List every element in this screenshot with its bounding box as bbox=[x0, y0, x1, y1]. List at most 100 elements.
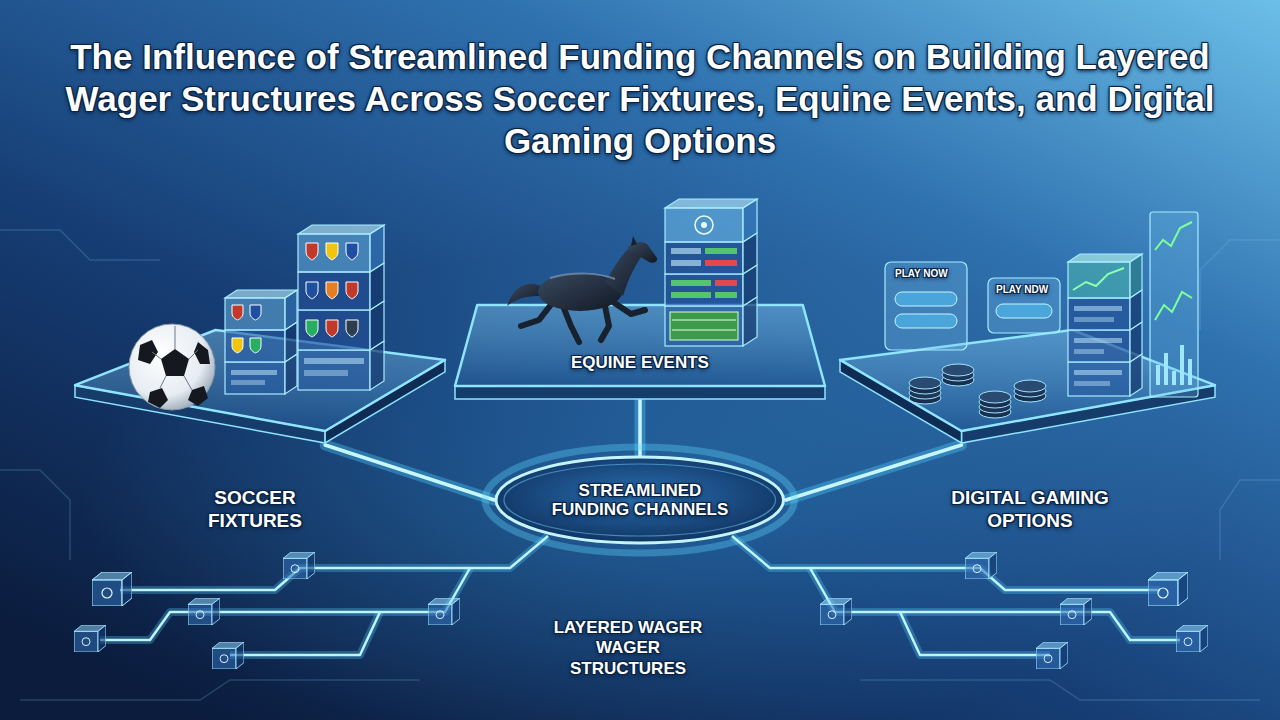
hub-glow-ring bbox=[485, 447, 795, 553]
cube-front bbox=[665, 274, 743, 306]
circuit-cube bbox=[1060, 598, 1092, 625]
faint-trace bbox=[20, 680, 420, 700]
chart-frame bbox=[1150, 212, 1198, 397]
cube-front bbox=[298, 350, 370, 390]
circuit-cube bbox=[1148, 572, 1188, 606]
faint-trace bbox=[860, 680, 1260, 700]
cube-front bbox=[225, 330, 285, 362]
cube-row bbox=[231, 370, 277, 375]
play-card bbox=[988, 278, 1060, 333]
horse-ear bbox=[631, 236, 637, 246]
odds-row bbox=[671, 280, 711, 286]
cube-front bbox=[225, 298, 285, 330]
hub-inner-ring bbox=[504, 464, 776, 536]
horse-tail bbox=[507, 284, 541, 306]
race-track bbox=[670, 312, 738, 340]
team-shields bbox=[232, 305, 261, 353]
background-glow bbox=[80, 250, 1200, 720]
cube-top bbox=[665, 199, 757, 208]
team-shield bbox=[232, 338, 243, 353]
odds-row bbox=[715, 280, 737, 286]
play-pill bbox=[895, 292, 957, 306]
faint-trace bbox=[0, 470, 70, 560]
team-shield bbox=[346, 320, 358, 337]
chip bbox=[942, 364, 974, 376]
chip bbox=[1014, 380, 1046, 392]
team-shield bbox=[326, 320, 338, 337]
cube-front bbox=[298, 234, 370, 272]
cube-front bbox=[1068, 262, 1130, 298]
odds-row bbox=[671, 248, 701, 254]
connector-glow bbox=[325, 445, 494, 500]
circuit-cube bbox=[1176, 625, 1208, 652]
team-shield bbox=[346, 282, 358, 299]
platform-label: EQUINE EVENTS bbox=[455, 353, 825, 373]
ball-patch bbox=[138, 340, 158, 364]
circuit-cube bbox=[283, 552, 315, 579]
team-shield bbox=[346, 243, 358, 260]
ball-seam bbox=[152, 326, 198, 390]
cube-front bbox=[1068, 330, 1130, 362]
game-cube-stack bbox=[1068, 254, 1142, 396]
race-card-stack bbox=[665, 199, 757, 346]
cube-row bbox=[1074, 306, 1122, 311]
circuit-trace bbox=[732, 536, 1160, 590]
circuit-trace bbox=[810, 568, 1180, 640]
connector-line bbox=[786, 445, 962, 500]
cube-icon bbox=[701, 222, 707, 228]
cube-row bbox=[1074, 349, 1104, 354]
cube-row bbox=[1074, 338, 1122, 343]
soccer-ball bbox=[129, 324, 215, 410]
play-card bbox=[885, 262, 967, 350]
trend-line bbox=[1073, 268, 1124, 290]
circuit-trace bbox=[120, 536, 548, 590]
cube-front bbox=[298, 272, 370, 310]
team-shield bbox=[326, 243, 338, 260]
equine-platform-outline bbox=[455, 305, 825, 400]
card-panel bbox=[885, 262, 967, 350]
cube-front bbox=[225, 362, 285, 394]
cube-row bbox=[1074, 381, 1110, 386]
funding-hub: STREAMLINED FUNDING CHANNELS bbox=[494, 455, 786, 545]
team-cube-stack bbox=[298, 225, 384, 390]
circuit-trace bbox=[900, 612, 1050, 655]
cube-icon bbox=[695, 216, 713, 234]
odds-row bbox=[671, 292, 711, 298]
chip bbox=[979, 391, 1011, 403]
circuit-cube bbox=[1036, 642, 1068, 669]
platform-top bbox=[455, 305, 825, 386]
team-shield bbox=[232, 305, 243, 320]
horse-highlight bbox=[550, 274, 615, 279]
odds-row bbox=[705, 248, 737, 254]
cube-front bbox=[665, 242, 743, 274]
cube-top bbox=[225, 290, 297, 298]
platform-top bbox=[840, 330, 1215, 431]
cube-front bbox=[665, 208, 743, 242]
circuit-trace bbox=[230, 612, 380, 655]
cube-row bbox=[231, 380, 265, 385]
platform-top bbox=[75, 330, 445, 431]
odds-row bbox=[671, 260, 701, 266]
match-cube-stack bbox=[225, 290, 297, 394]
play-pill bbox=[895, 314, 957, 328]
cube-row bbox=[304, 370, 348, 376]
odds-row bbox=[715, 292, 737, 298]
cube-row bbox=[304, 358, 364, 364]
cube-top bbox=[1068, 254, 1142, 262]
ball-patch bbox=[194, 342, 210, 364]
circuit-cube bbox=[428, 598, 460, 625]
circuit-trace bbox=[732, 536, 1160, 590]
ball-body bbox=[129, 324, 215, 410]
circuit-cube bbox=[820, 598, 852, 625]
funding-connector bbox=[786, 445, 962, 500]
ball-patch bbox=[148, 388, 168, 408]
connector-line bbox=[325, 445, 494, 500]
cube-front bbox=[298, 310, 370, 350]
cube-top bbox=[298, 225, 384, 234]
circuit-cube bbox=[212, 642, 244, 669]
digital-platform: DIGITAL GAMING OPTIONS bbox=[840, 330, 1215, 445]
team-shield bbox=[326, 282, 338, 299]
cube-front bbox=[665, 306, 743, 346]
title-heading: The Influence of Streamlined Funding Cha… bbox=[50, 36, 1230, 162]
ball-patch bbox=[161, 349, 189, 376]
